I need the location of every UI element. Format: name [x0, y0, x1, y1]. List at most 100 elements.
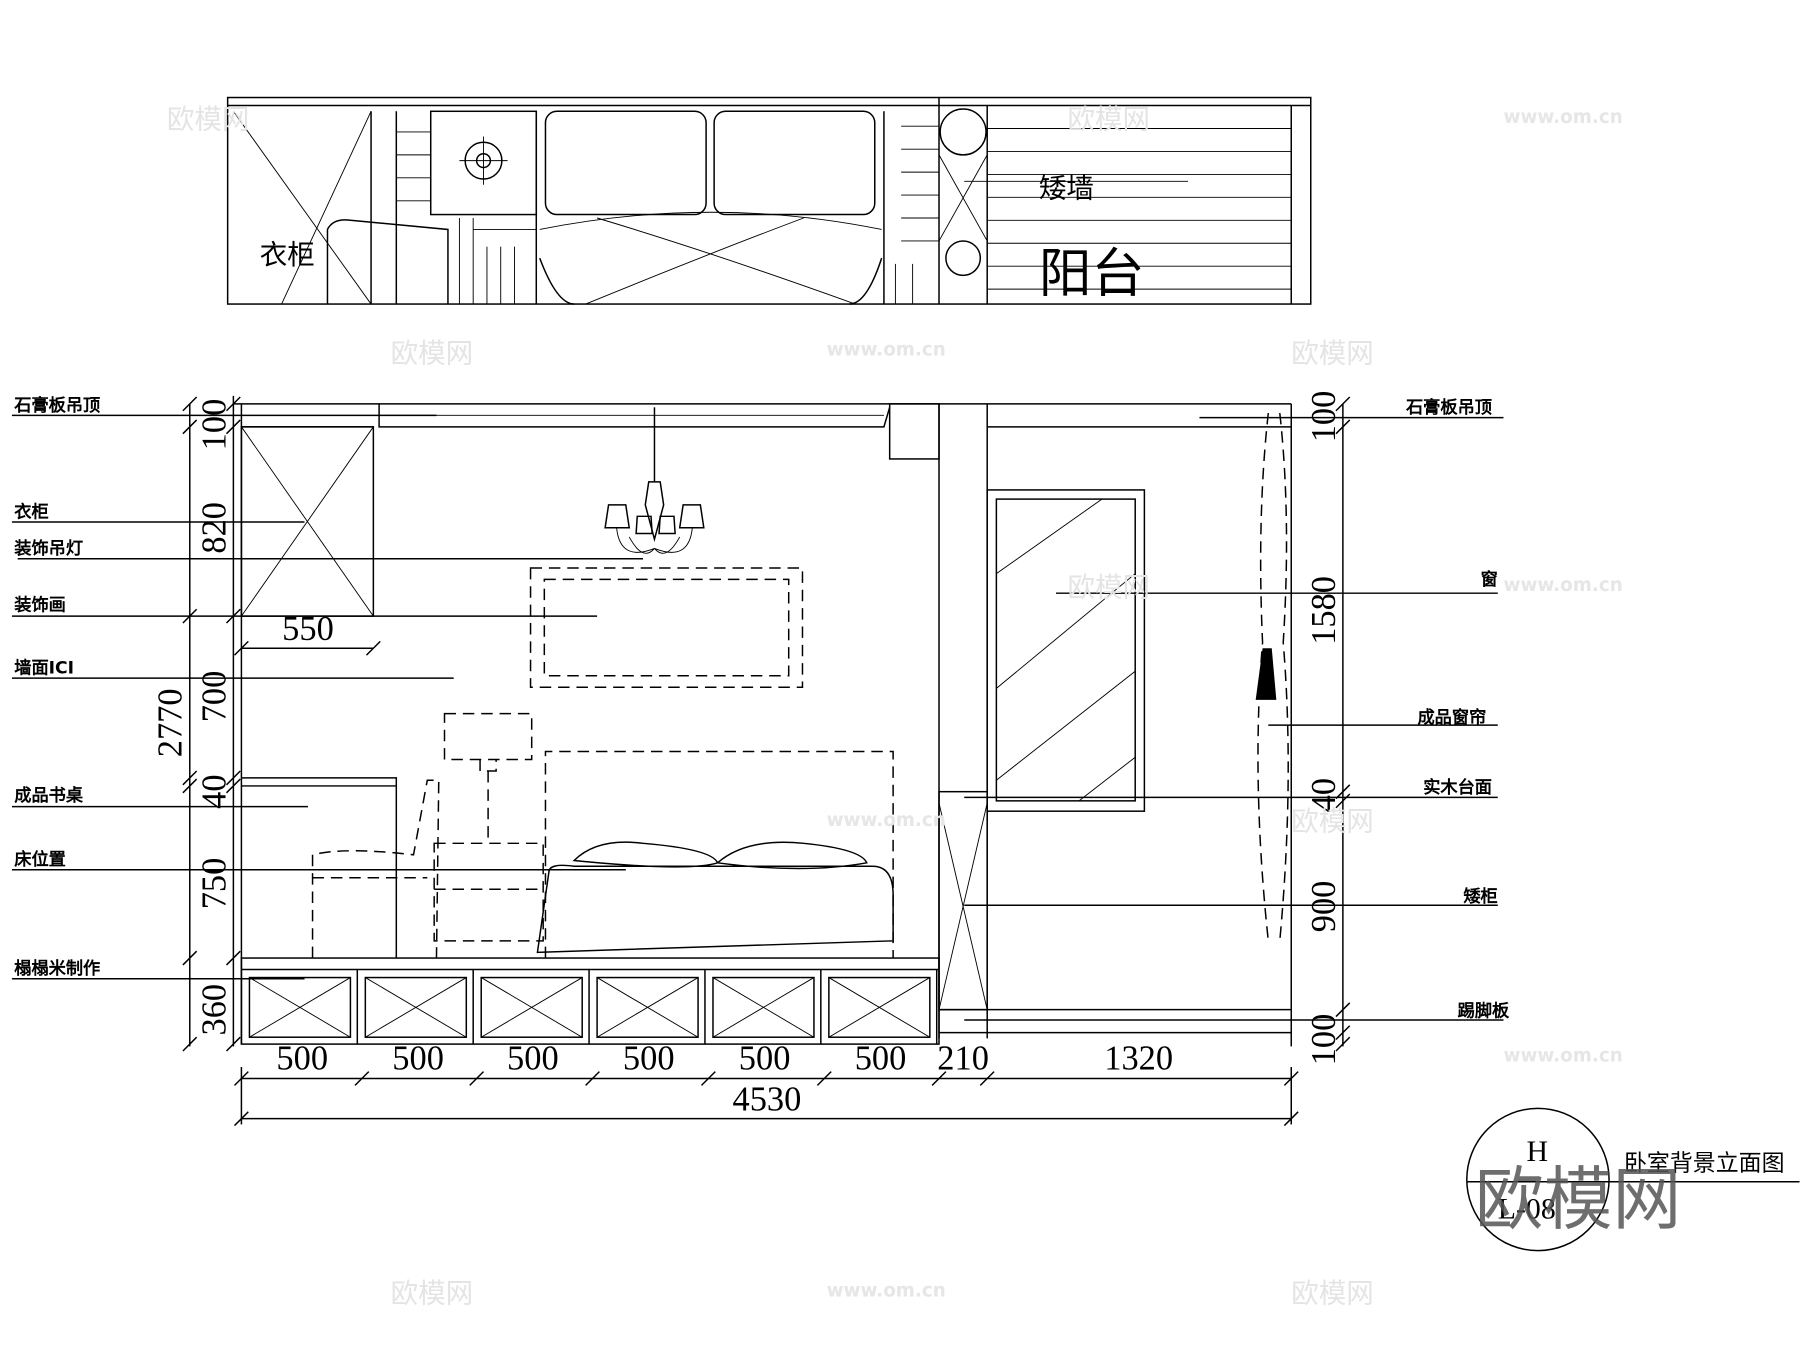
dimension-tick — [585, 1071, 600, 1086]
watermark-logo: 欧模网 — [167, 104, 250, 136]
watermark-url: www.om.cn — [1504, 1045, 1623, 1066]
drawer — [828, 976, 931, 1038]
left-dimension: 820 — [195, 502, 233, 554]
left-dimension: 700 — [195, 671, 233, 723]
left-label: 装饰画 — [13, 594, 66, 615]
drawer — [480, 976, 583, 1038]
title-block: H L-08 卧室背景立面图 — [1466, 1107, 1800, 1252]
dimension-tick — [225, 419, 241, 435]
left-label: 衣柜 — [14, 501, 48, 522]
watermark-logo: 欧模网 — [1291, 1277, 1374, 1309]
left-label: 装饰吊灯 — [13, 538, 83, 559]
dimension-tick — [1335, 793, 1351, 809]
right-label: 矮柜 — [1463, 886, 1497, 907]
total-width-dimension: 4530 — [733, 1081, 802, 1119]
dimension-tick — [182, 396, 198, 412]
drawer — [364, 976, 468, 1038]
watermark-logo: 欧模网 — [1068, 104, 1151, 136]
right-dimension: 900 — [1305, 881, 1343, 933]
dimension-tick — [354, 1071, 370, 1086]
tatami-drawers — [248, 969, 938, 1045]
bottom-dimension: 500 — [739, 1039, 791, 1077]
dimension-tick — [234, 1071, 249, 1086]
dimension-tick — [182, 950, 198, 966]
plan-low-wall-label: 矮墙 — [1039, 172, 1094, 204]
dimension-tick — [1335, 1025, 1351, 1041]
total-height-dimension: 2770 — [152, 688, 190, 757]
dimension-tick — [816, 1071, 832, 1086]
dimension-tick — [931, 1071, 947, 1086]
dimension-tick — [234, 640, 249, 656]
bottom-dimension: 500 — [276, 1039, 328, 1077]
left-label: 墙面ICI — [14, 658, 74, 679]
plan-wardrobe-label: 衣柜 — [260, 239, 315, 271]
right-label: 窗 — [1481, 569, 1498, 590]
watermark-logo: 欧模网 — [1291, 338, 1374, 370]
left-label: 榻榻米制作 — [14, 958, 100, 979]
dimension-tick — [234, 1111, 249, 1127]
right-dimension: 100 — [1305, 391, 1343, 443]
drawing-title: 卧室背景立面图 — [1624, 1150, 1785, 1176]
dimension-tick — [469, 1071, 485, 1086]
dimension-tick — [1335, 396, 1351, 412]
right-dimension: 1580 — [1305, 576, 1343, 645]
dimension-tick — [182, 1036, 198, 1052]
dimension-tick — [700, 1071, 716, 1086]
watermark-url: www.om.cn — [1504, 107, 1623, 128]
dimension-tick — [225, 608, 241, 624]
dimension-tick — [1335, 784, 1351, 800]
dimension-tick — [182, 778, 198, 794]
dimension-tick — [182, 608, 198, 624]
dimension-tick — [225, 950, 241, 966]
watermark-logo: 欧模网 — [391, 1277, 474, 1309]
elevation-view: H L-08 卧室背景立面图 — [11, 395, 1800, 1252]
left-label: 床位置 — [14, 849, 66, 870]
right-label: 成品窗帘 — [1417, 707, 1486, 728]
title-code: L-08 — [1498, 1192, 1556, 1225]
dimension-tick — [182, 770, 198, 786]
dimension-tick — [1335, 1002, 1351, 1018]
dimension-tick — [1335, 1036, 1351, 1052]
left-label: 成品书桌 — [14, 785, 84, 806]
drawer — [596, 976, 699, 1038]
left-dimension: 750 — [195, 858, 233, 910]
watermark-url: www.om.cn — [827, 340, 946, 361]
right-label: 石膏板吊顶 — [1405, 397, 1492, 418]
watermark-logo: 欧模网 — [391, 338, 474, 370]
bottom-dimension: 500 — [623, 1039, 675, 1077]
dimension-tick — [225, 396, 241, 412]
bottom-dimension: 500 — [855, 1039, 907, 1077]
watermark-logo: 欧模网 — [1068, 572, 1151, 604]
dimension-tick — [1283, 1071, 1299, 1086]
right-dimension: 100 — [1305, 1014, 1343, 1066]
dimension-tick — [225, 1036, 241, 1052]
dimension-tick — [979, 1071, 995, 1086]
dimension-tick — [365, 640, 381, 656]
watermarks: 欧模网 欧模网 欧模网 欧模网 欧模网 欧模网 欧模网 欧模网 www.om.c… — [167, 104, 1681, 1310]
drawer — [248, 976, 352, 1038]
plan-view: 衣柜 矮墙 阳台 — [226, 96, 1312, 305]
plan-balcony-label: 阳台 — [1039, 243, 1145, 304]
watermark-url: www.om.cn — [827, 1281, 946, 1302]
bottom-dimension: 1320 — [1104, 1039, 1173, 1077]
right-label: 踢脚板 — [1458, 1001, 1510, 1022]
bottom-dimension: 500 — [392, 1039, 444, 1077]
title-letter: H — [1526, 1135, 1548, 1168]
wardrobe-width-dimension: 550 — [282, 610, 334, 648]
watermark-url: www.om.cn — [827, 810, 946, 831]
bottom-dimension: 210 — [937, 1039, 989, 1077]
dimension-tick — [1283, 1111, 1299, 1127]
drawer — [712, 976, 815, 1038]
watermark-logo: 欧模网 — [1291, 806, 1374, 838]
left-dimension: 360 — [195, 984, 233, 1036]
dimension-tick — [182, 419, 198, 435]
dimension-tick — [225, 770, 241, 786]
dimension-tick — [1335, 419, 1351, 435]
bottom-dimension: 500 — [507, 1039, 559, 1077]
left-label: 石膏板吊顶 — [13, 395, 100, 416]
left-dimension: 100 — [195, 399, 233, 451]
dimension-tick — [225, 778, 241, 794]
right-label: 实木台面 — [1423, 777, 1492, 798]
